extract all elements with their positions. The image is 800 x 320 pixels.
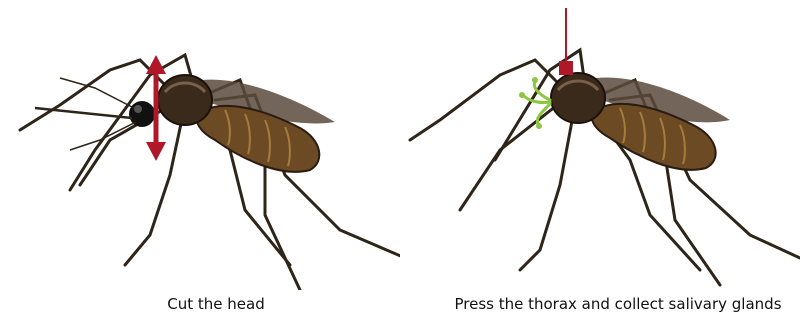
palp <box>70 122 136 150</box>
mosquito-illustration <box>0 0 400 290</box>
panel-cut-head: Cut the head <box>0 0 400 320</box>
antenna <box>60 78 134 108</box>
caption-press-thorax: Press the thorax and collect salivary gl… <box>454 295 781 313</box>
mosquito-illustration-headless <box>400 0 800 290</box>
panel-press-thorax: Press the thorax and collect salivary gl… <box>400 0 800 320</box>
mosquito-head <box>35 78 155 150</box>
caption-cut-head: Cut the head <box>167 295 264 313</box>
mosquito-body <box>410 50 800 285</box>
mosquito-body <box>20 55 400 290</box>
eye-highlight <box>134 105 142 113</box>
press-marker-icon <box>559 8 573 75</box>
